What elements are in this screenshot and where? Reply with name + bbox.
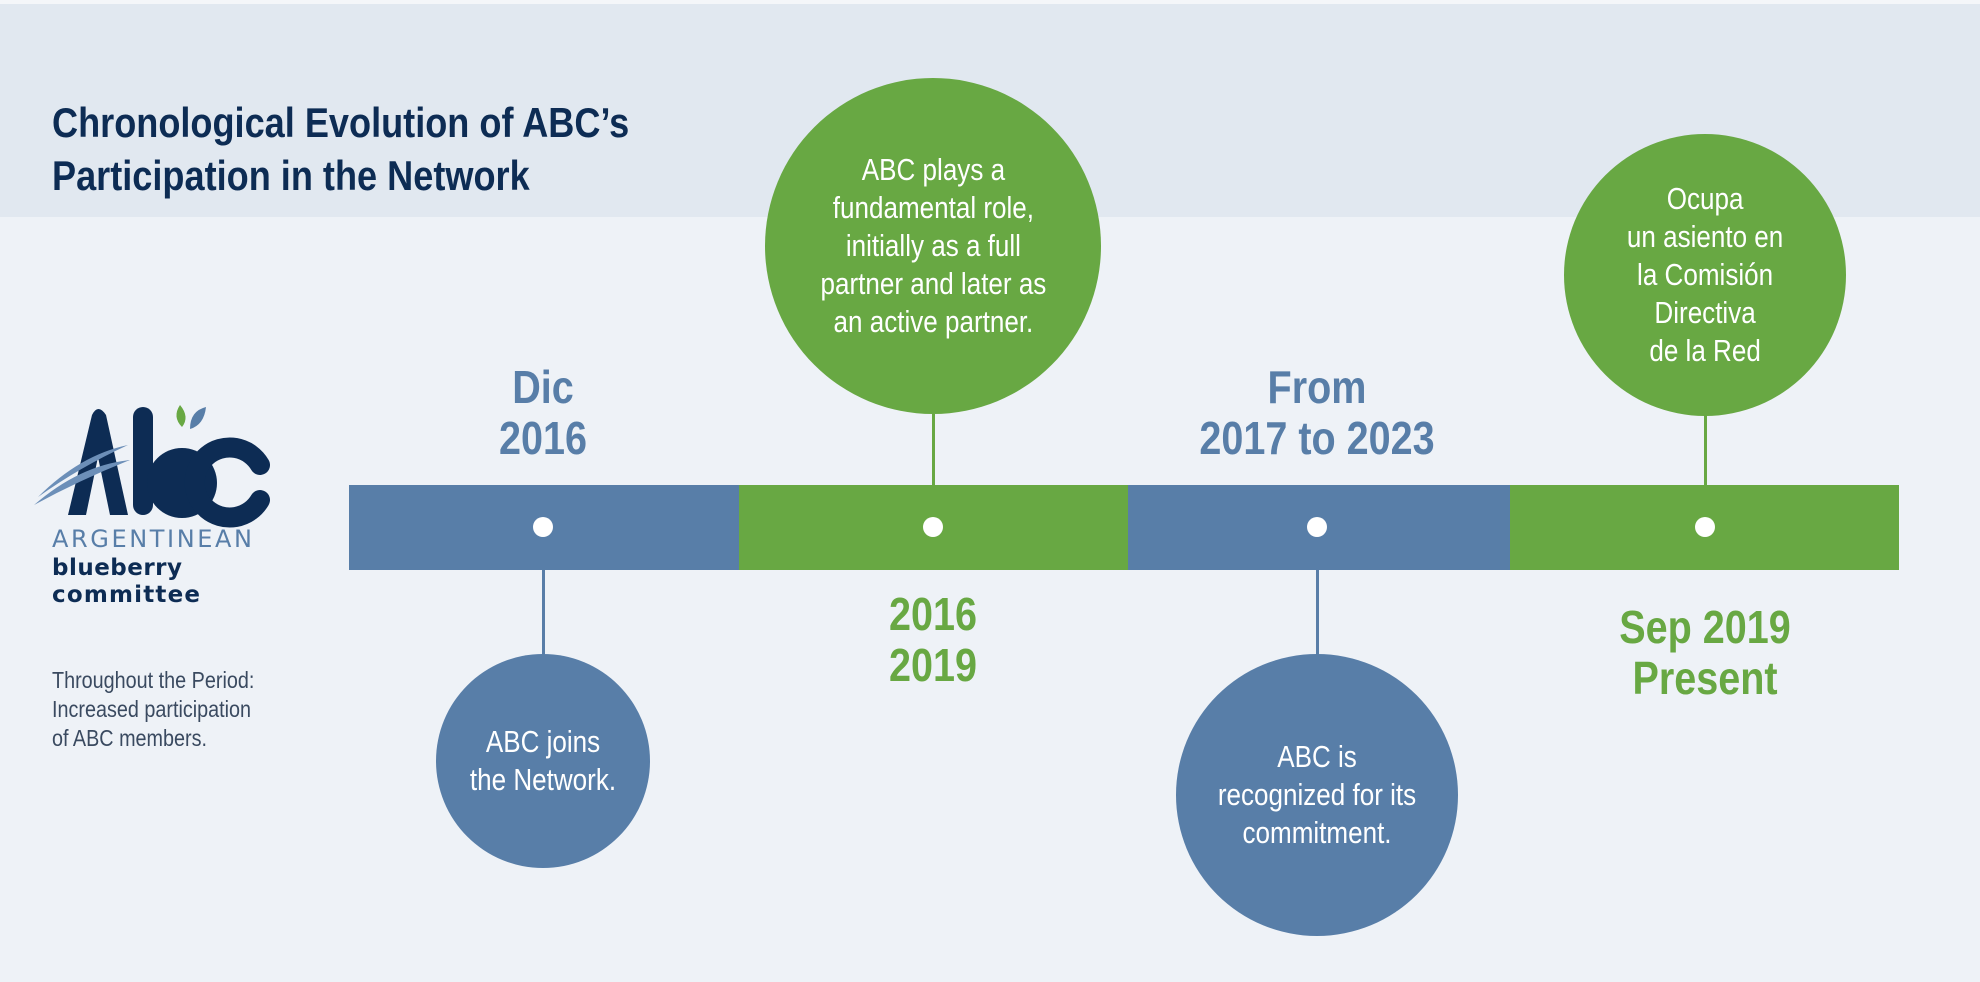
leaf-green-icon — [176, 405, 186, 427]
event-circle-1: ABC joins the Network. — [436, 654, 650, 868]
logo-letter-c — [184, 437, 270, 528]
title-line-2: Participation in the Network — [52, 152, 530, 199]
connector-2 — [931, 414, 935, 485]
page-title: Chronological Evolution of ABC’s Partici… — [52, 96, 629, 202]
timeline-dot-3 — [1307, 517, 1327, 537]
connector-3 — [1315, 570, 1319, 655]
period-note: Throughout the Period: Increased partici… — [52, 667, 255, 751]
period-label-1: Dic 2016 — [498, 361, 588, 464]
event-circle-4: Ocupa un asiento en la Comisión Directiv… — [1564, 134, 1846, 416]
event-description-4: Ocupa un asiento en la Comisión Directiv… — [1626, 181, 1784, 368]
abc-logo: ARGENTINEAN blueberry committee — [34, 405, 270, 608]
leaf-blue-icon — [190, 407, 206, 429]
timeline-dot-4 — [1695, 517, 1715, 537]
event-circle-2: ABC plays a fundamental role, initially … — [765, 78, 1101, 414]
logo-letter-b-stem — [133, 407, 153, 515]
event-description-2: ABC plays a fundamental role, initially … — [820, 152, 1046, 339]
event-description-3: ABC is recognized for its commitment. — [1217, 739, 1417, 850]
logo-text-argentinean: ARGENTINEAN — [52, 525, 252, 553]
logo-text-committee: committee — [52, 582, 200, 608]
event-description-1: ABC joins the Network. — [469, 724, 617, 797]
timeline-dot-2 — [923, 517, 943, 537]
period-label-4: Sep 2019 Present — [1619, 601, 1791, 704]
connector-1 — [541, 570, 545, 655]
period-label-3: From 2017 to 2023 — [1199, 361, 1435, 464]
top-edge — [0, 0, 1980, 4]
connector-4 — [1703, 415, 1707, 485]
logo-text-blueberry: blueberry — [52, 555, 182, 581]
timeline-dot-1 — [533, 517, 553, 537]
period-label-2: 2016 2019 — [888, 588, 978, 691]
logo-wave — [34, 445, 130, 505]
title-line-1: Chronological Evolution of ABC’s — [52, 99, 630, 146]
logo-letter-a — [68, 409, 128, 515]
event-circle-3: ABC is recognized for its commitment. — [1176, 654, 1458, 936]
